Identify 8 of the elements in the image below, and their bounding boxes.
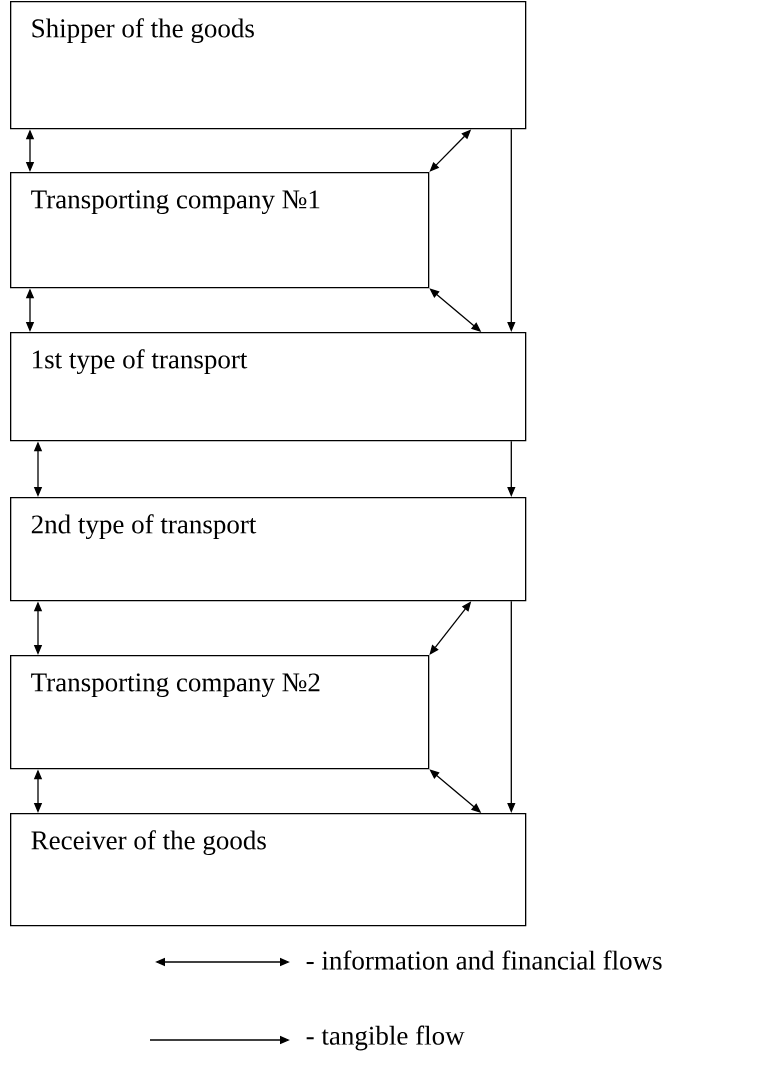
legend-text: - information and financial flows bbox=[306, 950, 662, 970]
process-box: Transporting company №1 bbox=[10, 172, 430, 289]
process-box: 1st type of transport bbox=[10, 332, 527, 442]
process-box: Shipper of the goods bbox=[10, 1, 527, 130]
process-box: Receiver of the goods bbox=[10, 813, 527, 927]
legend-text: - tangible flow bbox=[306, 1025, 465, 1051]
process-box: 2nd type of transport bbox=[10, 497, 527, 602]
process-box: Transporting company №2 bbox=[10, 655, 430, 770]
